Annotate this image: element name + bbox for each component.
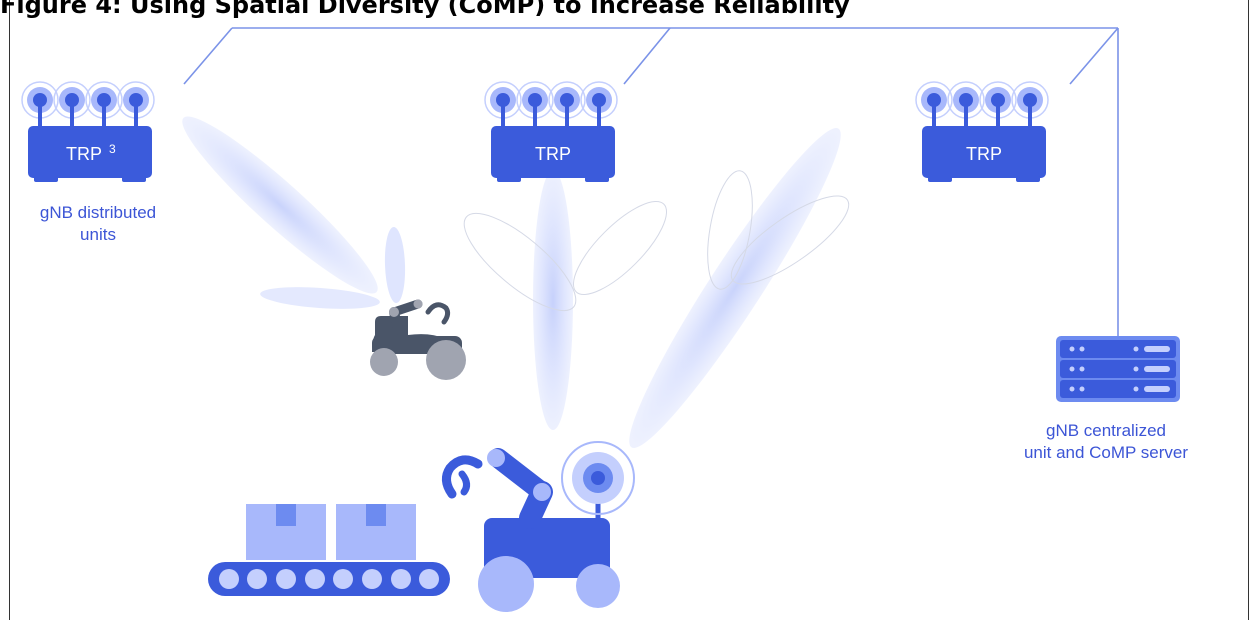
centralized-unit-label-line2: unit and CoMP server <box>1024 443 1188 462</box>
backhaul-lines <box>183 27 1119 338</box>
mobile-robot-icon <box>370 299 466 380</box>
figure-title: Figure 4: Using Spatial Diversity (CoMP)… <box>0 0 850 19</box>
trp-1-superscript: 3 <box>109 142 116 156</box>
beam-side-lobe-2 <box>572 200 668 296</box>
distributed-units-label-line1: gNB distributed <box>40 203 156 222</box>
trp-1-label: TRP <box>66 144 102 164</box>
antenna-array-icon <box>21 81 155 130</box>
beam-trp1-tail <box>260 287 380 309</box>
beam-trp1-secondary <box>384 227 406 303</box>
radio-beams <box>182 116 850 448</box>
box-icon <box>336 504 416 560</box>
conveyor-icon <box>208 562 450 596</box>
box-icon <box>246 504 326 560</box>
robotic-arm-icon <box>442 441 635 612</box>
distributed-units-label-line2: units <box>80 225 116 244</box>
trp-unit-1: TRP 3 <box>21 81 155 182</box>
server-icon <box>1056 336 1180 402</box>
beam-trp2-to-arm <box>533 170 573 430</box>
antenna-array-icon <box>915 81 1049 130</box>
trp-unit-3: TRP <box>915 81 1049 182</box>
trp-2-label: TRP <box>535 144 571 164</box>
beam-side-lobe-1 <box>463 212 577 312</box>
centralized-unit-label-line1: gNB centralized <box>1046 421 1166 440</box>
antenna-array-icon <box>484 81 618 130</box>
beam-side-lobe-4 <box>730 195 850 285</box>
trp-unit-2: TRP <box>484 81 618 182</box>
beam-side-lobe-3 <box>707 170 753 290</box>
trp-3-label: TRP <box>966 144 1002 164</box>
beam-trp3-to-arm <box>629 128 841 448</box>
beam-trp1-to-mobile-robot <box>182 116 378 294</box>
